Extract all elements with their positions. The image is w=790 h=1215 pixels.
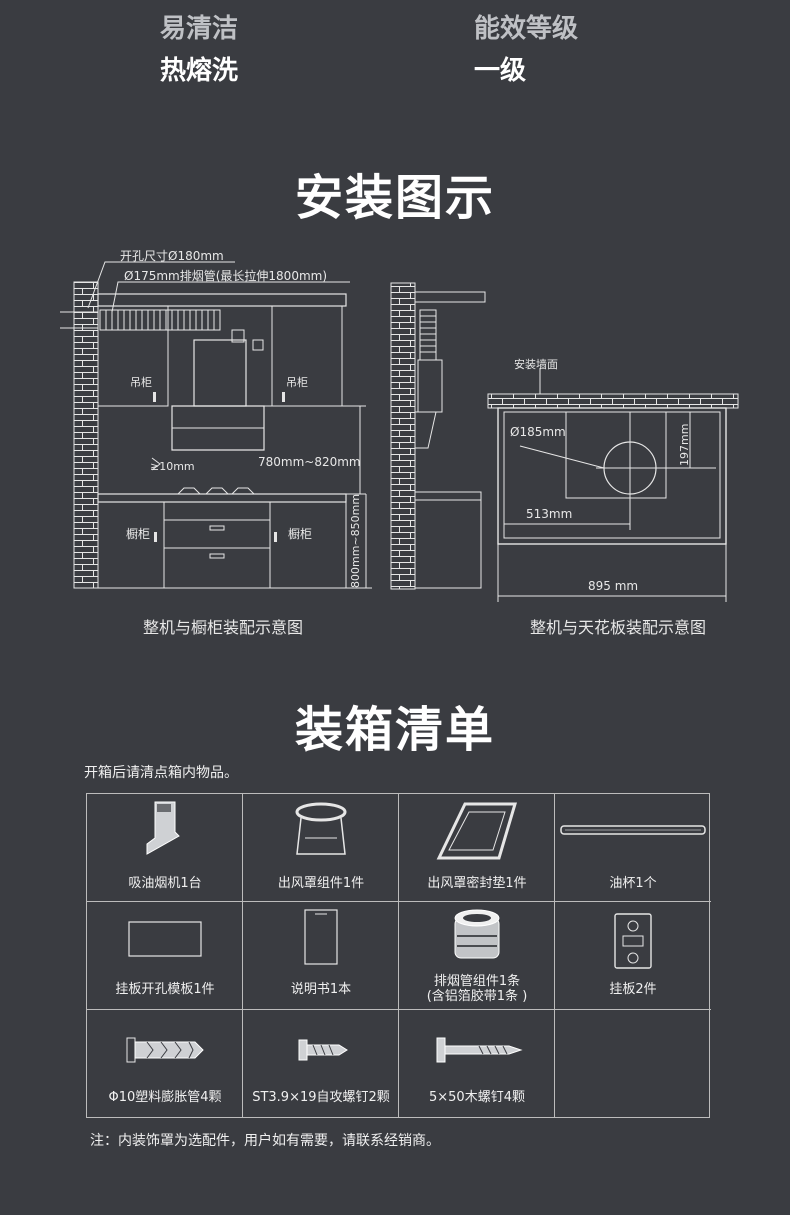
packing-section-title: 装箱清单 [294,702,495,758]
wall-surface-label: 安装墙面 [514,357,558,371]
cabinet-assembly-diagram: 开孔尺寸Ø180mm Ø175mm排烟管(最长拉伸1800mm) 吊柜 吊柜 ≥… [60,249,372,589]
hood-width-label: 895 mm [588,579,638,593]
gap-label: ≥10mm [150,460,195,473]
wall-cabinet-right-label: 吊柜 [286,376,308,389]
ceiling-diagram-caption: 整机与天花板装配示意图 [529,618,706,637]
hanging-board-icon [614,913,652,969]
hole-size-label: 开孔尺寸Ø180mm [120,249,224,263]
item-label: 挂板开孔模板1件 [115,982,215,997]
item-label: 出风罩组件1件 [277,876,365,891]
item-label: 吸油烟机1台 [128,876,202,891]
packing-item: Φ10塑料膨胀管4颗 [87,1010,243,1118]
feature-value-energy: 一级 [474,56,527,86]
packing-item: 挂板2件 [555,902,711,1010]
outlet-depth-label: 197mm [678,424,691,466]
packing-item: 出风罩组件1件 [243,794,399,902]
wood-screw-icon [436,1037,523,1063]
seal-gasket-icon [436,802,518,860]
side-view-diagram [390,282,486,590]
item-sublabel: (含铝箔胶带1条 ) [426,989,528,1004]
oil-cup-icon [560,825,706,835]
feature-label-clean: 易清洁 [160,14,239,44]
packing-item: 5×50木螺钉4颗 [399,1010,555,1118]
item-label: 排烟管组件1条 [433,974,521,989]
manual-icon [304,909,338,965]
wall-cabinet-left-label: 吊柜 [130,376,152,389]
packing-list-table: 吸油烟机1台 出风罩组件1件 出风罩密封垫1件 油杯1个 挂板开孔模板1件 说明… [86,793,711,1118]
cabinet-diagram-caption: 整机与橱柜装配示意图 [142,618,303,637]
range-hood-icon [146,801,180,855]
packing-item: 挂板开孔模板1件 [87,902,243,1010]
install-section-title: 安装图示 [294,170,495,226]
ceiling-assembly-diagram: 安装墙面 Ø185mm 197mm 513mm 895 mm [487,357,739,602]
packing-intro: 开箱后请清点箱内物品。 [84,765,238,781]
tapping-screw-icon [298,1039,348,1061]
pipe-size-label: Ø175mm排烟管(最长拉伸1800mm) [124,268,327,283]
hood-height-label: 780mm~820mm [258,455,361,469]
base-cabinet-right-label: 橱柜 [288,527,312,541]
base-cabinet-left-label: 橱柜 [126,527,150,541]
counter-height-label: 800mm~850mm [349,494,362,588]
packing-item: ST3.9×19自攻螺钉2颗 [243,1010,399,1118]
packing-item: 排烟管组件1条 (含铝箔胶带1条 ) [399,902,555,1010]
expansion-tube-icon [126,1037,204,1063]
packing-note: 注：内装饰罩为选配件，用户如有需要，请联系经销商。 [90,1133,440,1149]
packing-item: 吸油烟机1台 [87,794,243,902]
item-label: ST3.9×19自攻螺钉2颗 [252,1090,390,1105]
feature-value-clean: 热熔洗 [160,56,239,86]
outlet-cover-icon [295,802,347,855]
exhaust-pipe-icon [454,909,500,959]
feature-label-energy: 能效等级 [474,14,579,44]
outlet-diameter-label: Ø185mm [510,425,566,439]
item-label: Φ10塑料膨胀管4颗 [108,1090,222,1105]
item-label: 挂板2件 [609,982,657,997]
item-label: 说明书1本 [290,982,352,997]
item-label: 出风罩密封垫1件 [427,876,527,891]
packing-item: 油杯1个 [555,794,711,902]
outlet-offset-label: 513mm [526,507,572,521]
template-board-icon [128,921,202,957]
packing-item: 出风罩密封垫1件 [399,794,555,902]
item-label: 油杯1个 [609,876,657,891]
packing-item: 说明书1本 [243,902,399,1010]
item-label: 5×50木螺钉4颗 [429,1090,525,1105]
